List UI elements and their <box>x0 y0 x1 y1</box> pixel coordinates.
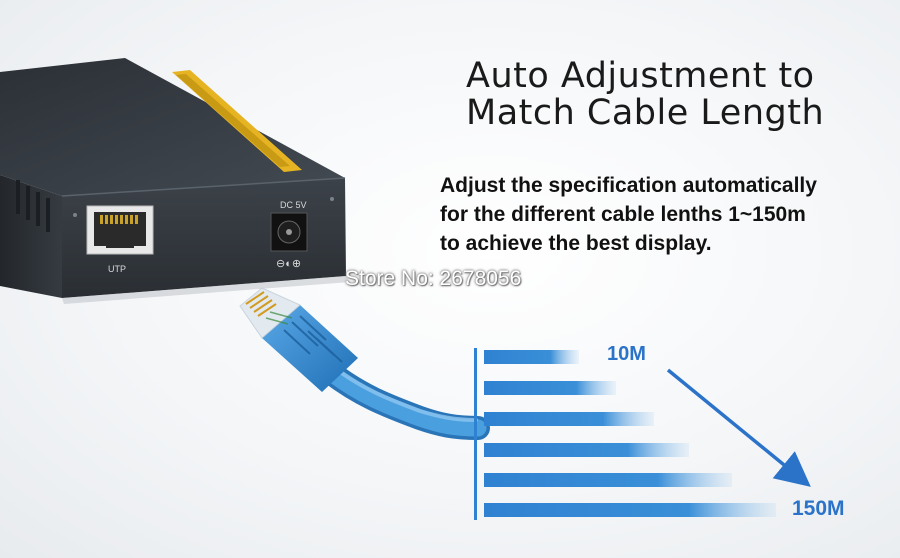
description: Adjust the specification automatically f… <box>440 171 900 258</box>
cable-length-graphic <box>474 348 811 520</box>
power-jack-label: DC 5V <box>280 200 307 210</box>
headline-line-2: Match Cable Length <box>466 93 825 133</box>
length-bar-4 <box>484 443 689 457</box>
increase-arrow <box>666 368 811 487</box>
rj45-boot <box>262 305 358 392</box>
length-bar-1 <box>484 350 579 364</box>
rj45-port <box>86 205 154 255</box>
rj45-plug <box>239 287 301 339</box>
ethernet-cable <box>239 287 490 440</box>
store-watermark: Store No: 2678056 <box>345 267 522 290</box>
extender-device <box>0 58 350 304</box>
max-length-label: 150M <box>792 497 845 520</box>
length-bar-5 <box>484 473 732 487</box>
min-length-label: 10M <box>607 343 646 365</box>
length-bar-3 <box>484 412 654 426</box>
polarity-symbol: ⊖◐⊕ <box>276 258 302 270</box>
rj45-port-label: UTP <box>108 264 126 274</box>
description-line-1: Adjust the specification automatically <box>440 174 817 197</box>
headline-line-1: Auto Adjustment to <box>466 56 815 96</box>
length-bar-6 <box>484 503 776 517</box>
description-line-3: to achieve the best display. <box>440 232 712 255</box>
dc-power-jack <box>270 212 308 252</box>
length-bar-2 <box>484 381 616 395</box>
headline: Auto Adjustment to Match Cable Length <box>466 58 886 132</box>
description-line-2: for the different cable lenths 1~150m <box>440 203 806 226</box>
length-axis <box>474 348 477 520</box>
